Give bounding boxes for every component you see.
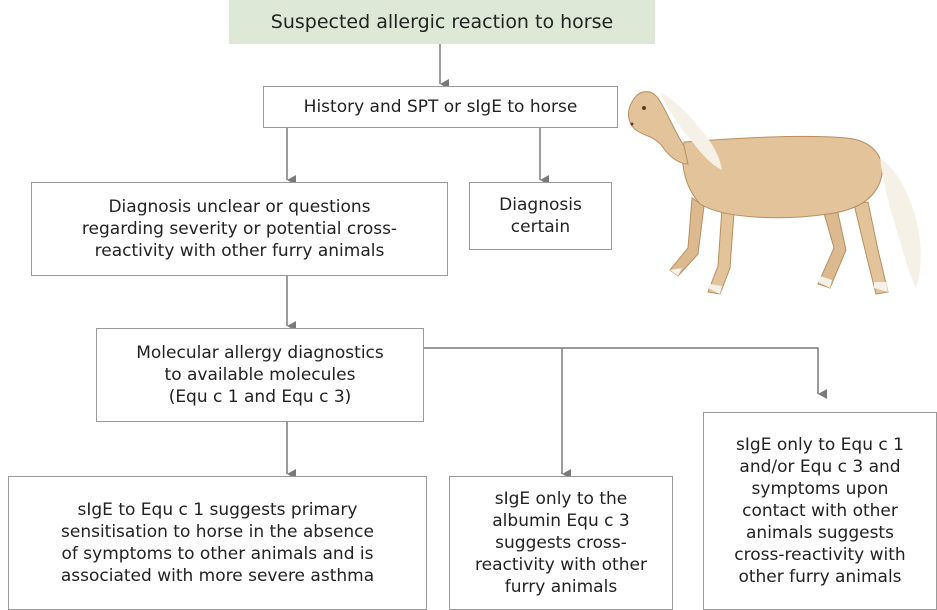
box-diagnosis-certain: Diagnosis certain <box>469 182 612 250</box>
box-suspected-reaction: Suspected allergic reaction to horse <box>229 0 655 44</box>
box-molecular-diagnostics: Molecular allergy diagnostics to availab… <box>96 328 424 422</box>
box-label: Suspected allergic reaction to horse <box>271 11 613 33</box>
horse-icon <box>622 78 934 318</box>
box-label: History and SPT or sIgE to horse <box>304 96 578 118</box>
box-diagnosis-unclear: Diagnosis unclear or questions regarding… <box>31 182 448 276</box>
box-label: sIgE to Equ c 1 suggests primary sensiti… <box>61 499 374 587</box>
box-result-albumin: sIgE only to the albumin Equ c 3 suggest… <box>449 476 673 610</box>
box-result-contact: sIgE only to Equ c 1 and/or Equ c 3 and … <box>703 412 937 610</box>
box-label: Diagnosis certain <box>499 194 582 238</box>
box-label: sIgE only to the albumin Equ c 3 suggest… <box>475 488 647 598</box>
box-label: sIgE only to Equ c 1 and/or Equ c 3 and … <box>734 434 905 588</box>
box-history-test: History and SPT or sIgE to horse <box>263 86 618 128</box>
box-label: Diagnosis unclear or questions regarding… <box>82 196 397 262</box>
box-label: Molecular allergy diagnostics to availab… <box>136 342 384 408</box>
branch-line-right <box>424 348 818 394</box>
box-result-equ-c1: sIgE to Equ c 1 suggests primary sensiti… <box>8 476 427 610</box>
